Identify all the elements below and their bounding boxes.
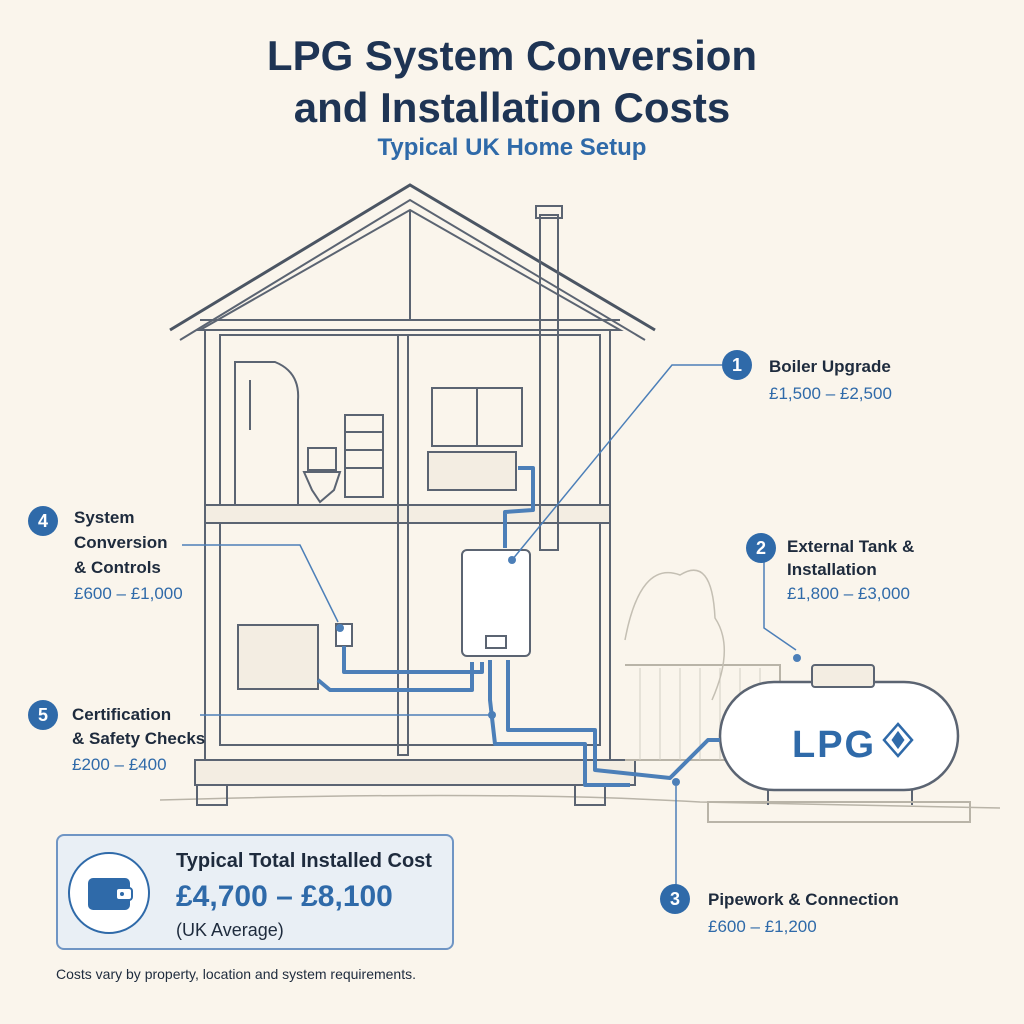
callout-4-label-line-2: Conversion bbox=[74, 533, 168, 552]
total-cost-label: Typical Total Installed Cost bbox=[176, 850, 432, 872]
footnote: Costs vary by property, location and sys… bbox=[56, 966, 417, 982]
callout-3-badge: 3 bbox=[660, 884, 690, 914]
callout-5-label-line-2: & Safety Checks bbox=[72, 729, 206, 748]
total-cost-box: Typical Total Installed Cost £4,700 – £8… bbox=[56, 834, 454, 950]
callout-3-cost: £600 – £1,200 bbox=[708, 917, 817, 936]
callout-4-cost: £600 – £1,000 bbox=[74, 584, 183, 603]
callout-2-label-line-2: Installation bbox=[787, 560, 877, 579]
callout-2-label-line-1: External Tank & bbox=[787, 537, 915, 556]
callout-4-label-line-3: & Controls bbox=[74, 558, 161, 577]
page-title-line-1: LPG System Conversion bbox=[266, 32, 758, 79]
wallet-icon bbox=[68, 852, 150, 934]
callout-4-badge: 4 bbox=[28, 506, 58, 536]
callout-1-cost: £1,500 – £2,500 bbox=[769, 384, 892, 403]
total-cost-note: (UK Average) bbox=[176, 920, 284, 940]
callout-4-label-line-1: System bbox=[74, 508, 135, 527]
callout-3-label: Pipework & Connection bbox=[708, 890, 899, 909]
page-title-line-2: and Installation Costs bbox=[293, 84, 731, 131]
tank-label: LPG bbox=[792, 724, 877, 766]
callout-1-label: Boiler Upgrade bbox=[769, 357, 891, 376]
callout-5-cost: £200 – £400 bbox=[72, 755, 167, 774]
callout-2-cost: £1,800 – £3,000 bbox=[787, 584, 910, 603]
callout-2-badge: 2 bbox=[746, 533, 776, 563]
page-subtitle: Typical UK Home Setup bbox=[377, 134, 647, 161]
total-cost-value: £4,700 – £8,100 bbox=[176, 880, 393, 913]
callout-5-label-line-1: Certification bbox=[72, 705, 172, 724]
callout-1-badge: 1 bbox=[722, 350, 752, 380]
callout-5-badge: 5 bbox=[28, 700, 58, 730]
